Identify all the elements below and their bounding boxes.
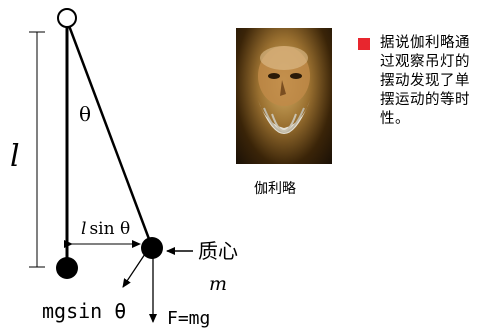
gravity-label: F=mg: [167, 308, 210, 328]
galileo-portrait-drawing: [258, 46, 310, 134]
historical-note: 据说伽利略通过观察吊灯的摆动发现了单摆运动的等时性。: [380, 35, 470, 127]
tangential-force-label: mgsin θ: [42, 299, 126, 323]
mass-label: m: [209, 273, 227, 295]
angle-label: θ: [79, 102, 91, 126]
rest-bob: [56, 257, 78, 279]
swing-bob: [141, 237, 163, 259]
pivot-circle: [57, 8, 77, 28]
tangential-force-arrow: [122, 253, 146, 288]
swing-string: [66, 22, 154, 248]
portrait-caption: 伽利略: [254, 181, 296, 197]
center-of-mass-label: 质心: [198, 239, 238, 263]
note-bullet-icon: [358, 38, 370, 50]
length-label: l: [10, 139, 20, 174]
galileo-portrait: [236, 28, 332, 164]
